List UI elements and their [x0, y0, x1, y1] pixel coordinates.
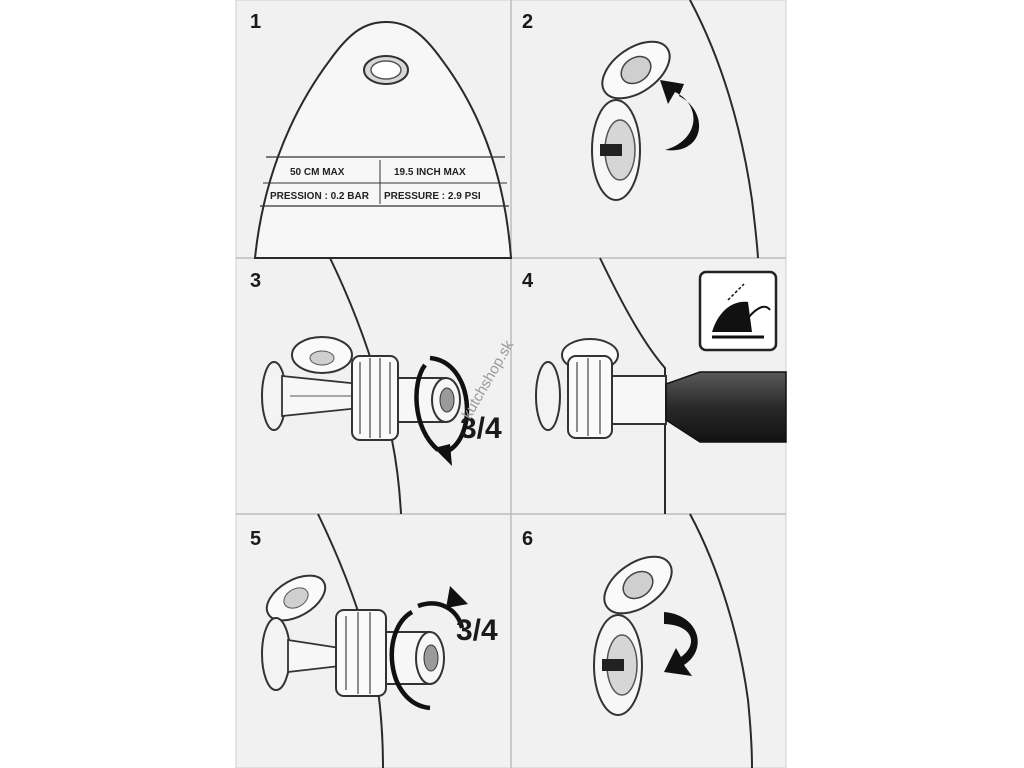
step-number-4: 4 [522, 270, 534, 292]
pressure-imperial-label: PRESSURE : 2.9 PSI [384, 191, 481, 202]
step-number-3: 3 [250, 270, 261, 292]
step-number-1: 1 [250, 11, 261, 33]
pump-hose-icon [666, 372, 786, 442]
size-metric-label: 50 CM MAX [290, 167, 345, 178]
screw-amount-label: 3/4 [456, 614, 498, 647]
inflator-pump-icon [700, 272, 776, 350]
valve-body-icon [592, 100, 640, 200]
step-number-2: 2 [522, 11, 533, 33]
step-number-5: 5 [250, 528, 261, 550]
size-imperial-label: 19.5 INCH MAX [394, 167, 466, 178]
valve-gear-icon [352, 356, 398, 440]
step-number-6: 6 [522, 528, 533, 550]
pressure-metric-label: PRESSION : 0.2 BAR [270, 191, 370, 202]
